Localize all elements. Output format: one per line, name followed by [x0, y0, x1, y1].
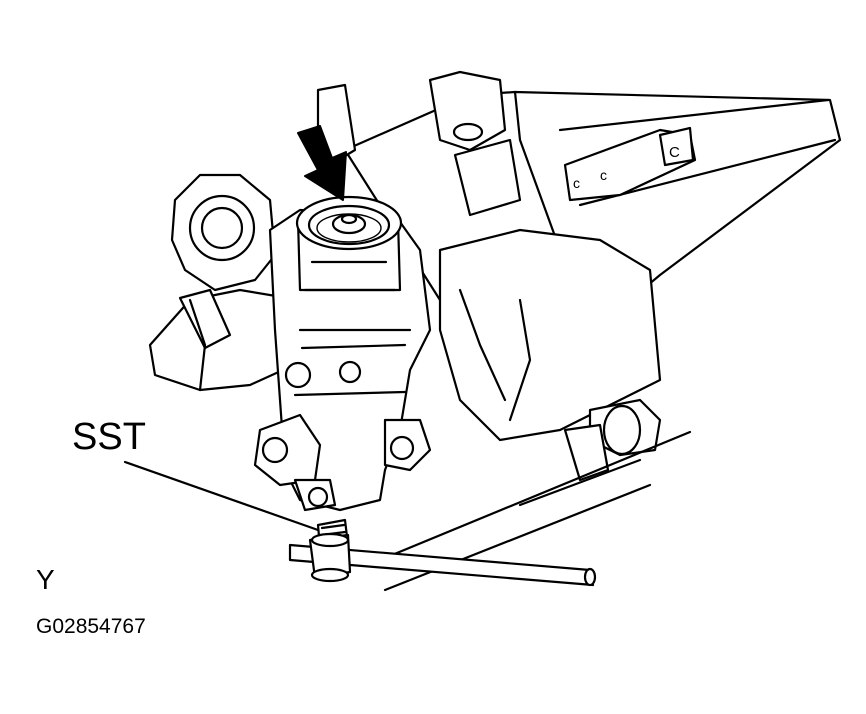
svg-text:c: c [600, 167, 607, 183]
adjusting-nut-housing [295, 195, 403, 292]
left-bushing [170, 173, 277, 292]
gear-casing [438, 228, 662, 482]
sst-leader-line [123, 460, 320, 532]
svg-text:c: c [573, 175, 580, 191]
arrow-down-right-icon [297, 125, 347, 201]
tool-label: SST [72, 416, 146, 458]
svg-text:C: C [669, 144, 680, 161]
special-service-tool [288, 518, 597, 587]
figure-code: G02854767 [36, 615, 146, 638]
view-label: Y [36, 564, 55, 595]
